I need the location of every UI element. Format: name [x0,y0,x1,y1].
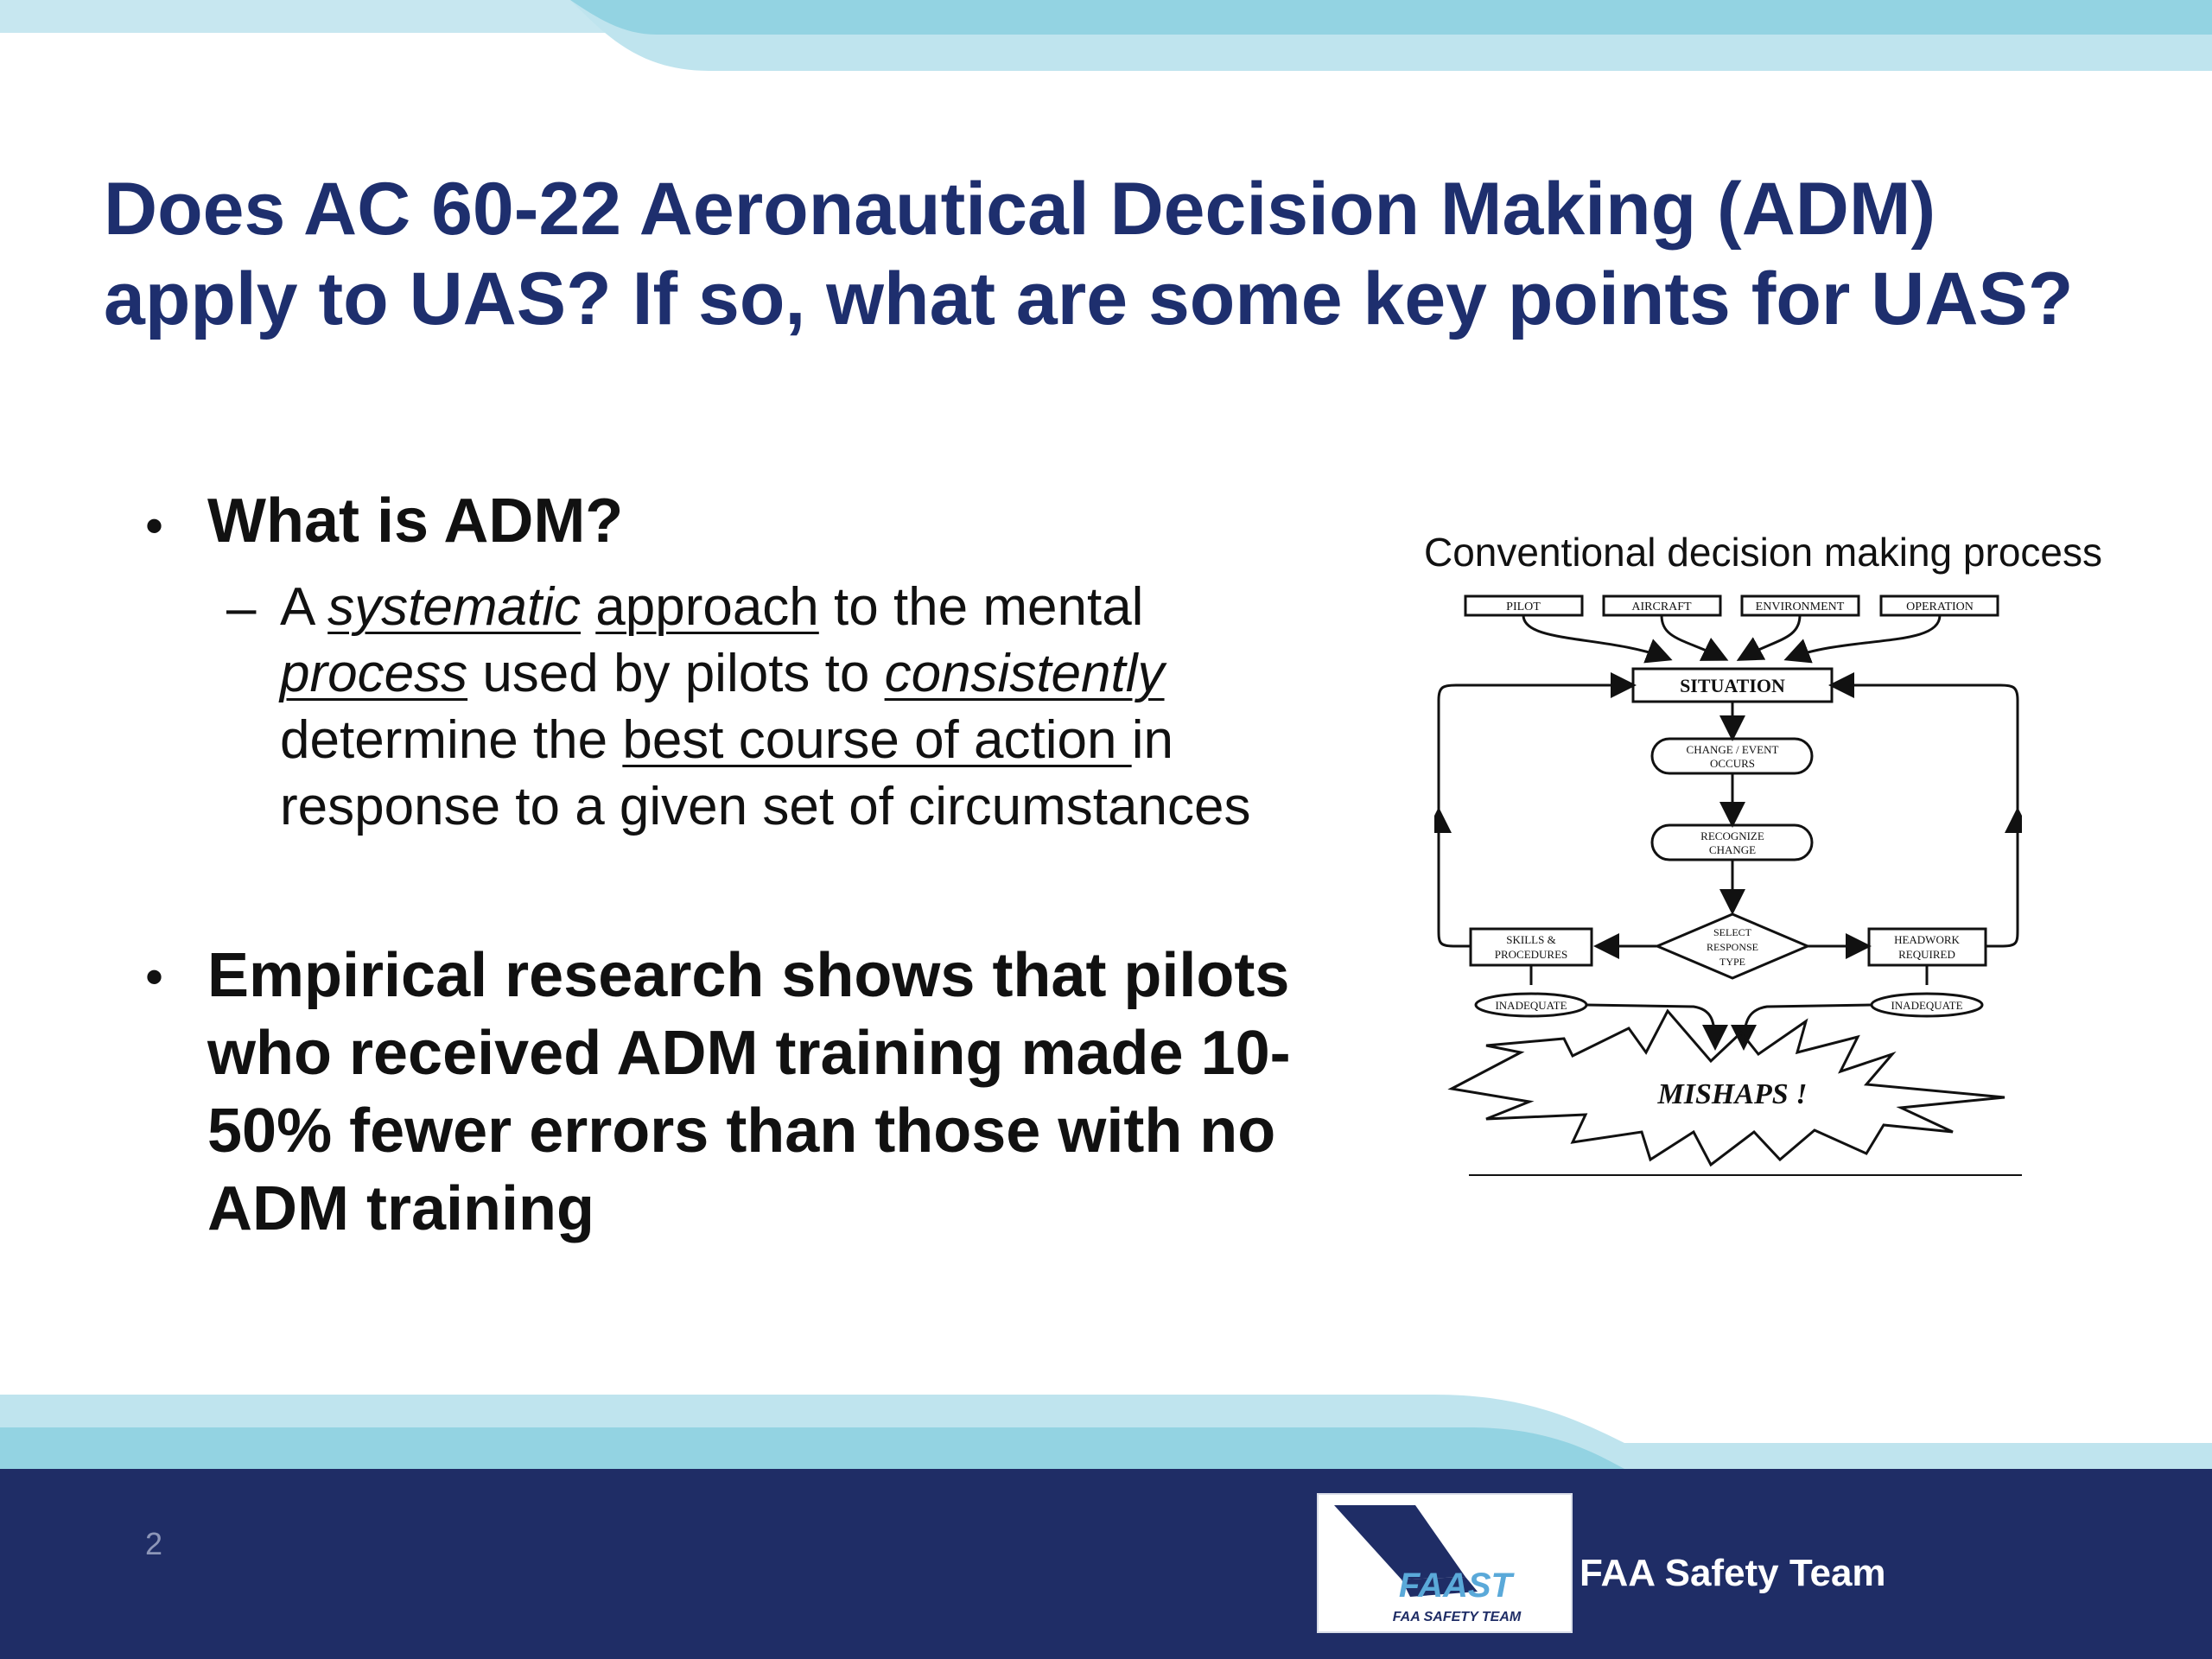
recognize-label-1: RECOGNIZE [1700,830,1764,842]
mishaps-label: MISHAPS ! [1657,1078,1808,1110]
text-span: used by pilots to [467,644,885,703]
bullet-marker: • [145,948,164,1006]
headwork-label-1: HEADWORK [1894,933,1960,946]
recognize-label-2: CHANGE [1709,843,1756,856]
bullet-empirical-research: Empirical research shows that pilots who… [207,941,1291,1243]
adm-definition: A systematic approach to the mental proc… [280,574,1317,840]
skills-label-2: PROCEDURES [1495,948,1568,961]
text-span: to the mental [818,577,1144,637]
title-line-2: apply to UAS? If so, what are some key p… [104,257,2074,340]
bottom-banner [0,1395,2212,1659]
diagram-caption: Conventional decision making process [1424,530,2102,575]
text-span: A [280,577,328,637]
logo-text: FAAST [1399,1567,1516,1605]
input-label-operation: OPERATION [1906,601,1974,613]
inadequate-left-label: INADEQUATE [1495,999,1567,1012]
select-label-2: RESPONSE [1707,941,1758,953]
top-banner [0,0,2212,71]
inadequate-right-label: INADEQUATE [1891,999,1962,1012]
headwork-label-2: REQUIRED [1898,948,1955,961]
emphasis-systematic: systematic [327,577,582,637]
select-label-1: SELECT [1713,926,1752,938]
bullet-marker: • [145,497,164,555]
change-event-label-2: OCCURS [1710,757,1755,770]
mishaps-starburst [1447,1008,2005,1167]
input-label-pilot: PILOT [1506,601,1541,613]
faast-logo-graphic: FAAST FAA SAFETY TEAM [1334,1505,1522,1624]
slide-title: Does AC 60-22 Aeronautical Decision Maki… [104,164,2108,344]
team-name: FAA Safety Team [1580,1552,1886,1594]
text-span: determine the [280,710,623,770]
bullet-what-is-adm: What is ADM? [207,486,624,556]
select-response-diamond [1654,912,1811,980]
input-label-environment: ENVIRONMENT [1756,601,1845,613]
emphasis-consistently: consistently [884,644,1165,703]
logo-subtext: FAA SAFETY TEAM [1393,1610,1522,1624]
emphasis-process: process [280,644,468,703]
emphasis-best-course: best course of action [622,710,1132,770]
select-label-3: TYPE [1719,956,1745,968]
page-number: 2 [145,1526,163,1561]
faast-logo: FAAST FAA SAFETY TEAM [1317,1493,1573,1633]
input-label-aircraft: AIRCRAFT [1631,601,1692,613]
sub-bullet-marker: – [226,578,257,638]
change-event-label-1: CHANGE / EVENT [1687,743,1779,756]
text-span [581,577,595,637]
emphasis-approach: approach [595,577,819,637]
decision-flowchart: PILOT AIRCRAFT ENVIRONMENT OPERATION SIT… [1434,594,2022,1176]
text-span: in response to a given set of circumstan… [280,710,1251,836]
title-line-1: Does AC 60-22 Aeronautical Decision Maki… [104,168,1936,251]
skills-label-1: SKILLS & [1506,933,1555,946]
situation-label: SITUATION [1680,675,1785,696]
